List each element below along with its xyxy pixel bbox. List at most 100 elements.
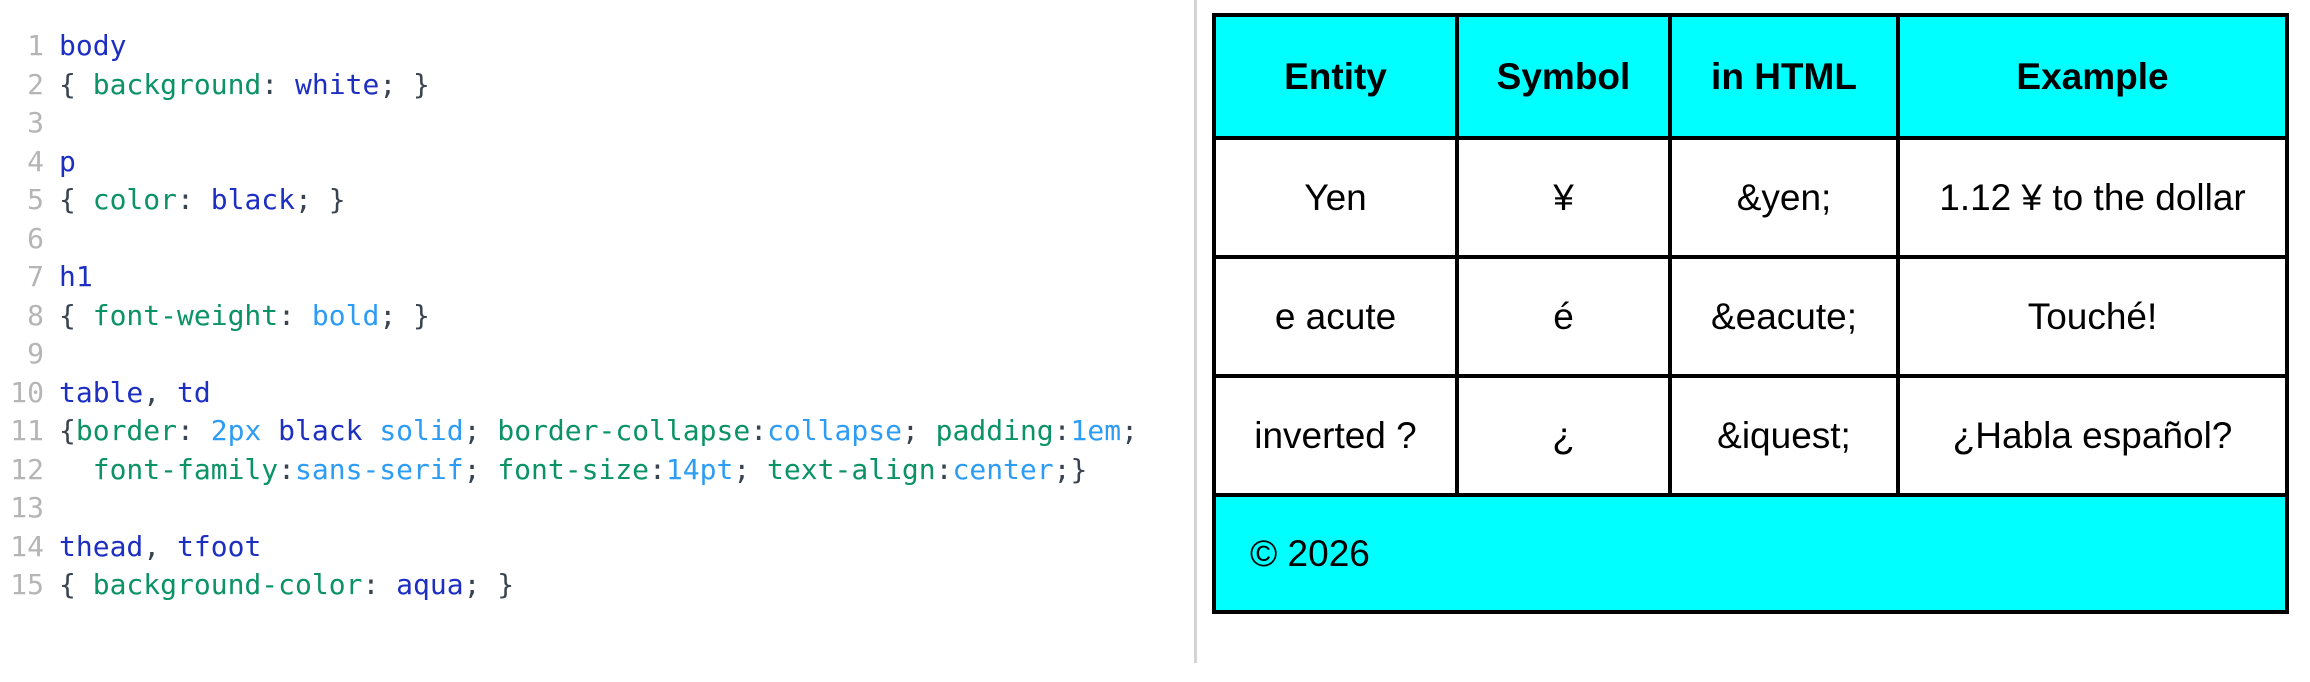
table-cell: &eacute;: [1668, 255, 1900, 378]
code-token-property: color: [92, 183, 178, 216]
line-number: 8: [27, 298, 44, 332]
code-line-text: p: [46, 143, 76, 182]
code-token-punct: ;: [1121, 414, 1138, 447]
code-token-selector: p: [59, 144, 76, 178]
code-token-punct: :: [935, 452, 953, 486]
code-token-punct: ;: [463, 414, 498, 447]
code-token-value: solid: [379, 414, 464, 447]
code-token-selector: thead: [59, 529, 144, 563]
code-line-text: [46, 104, 59, 143]
table-cell: &yen;: [1668, 136, 1900, 259]
code-line-text: [46, 335, 59, 374]
code-token-punct: [59, 453, 93, 486]
code-token-punct: :: [362, 568, 397, 601]
code-token-punct: :: [278, 298, 312, 332]
line-number: 2: [27, 67, 44, 101]
line-number: 12: [10, 452, 44, 486]
code-token-selector: h1: [59, 260, 93, 293]
line-number: 13: [10, 491, 44, 524]
code-line[interactable]: 7 h1: [0, 258, 1194, 297]
table-body: Yen ¥ &yen; 1.12 ¥ to the dollar e acute…: [1212, 136, 2289, 497]
code-token-value: 14pt: [665, 452, 734, 486]
code-line-text: { background-color: aqua; }: [46, 566, 514, 605]
code-token-property: background-color: [92, 568, 363, 601]
line-number: 11: [10, 414, 44, 447]
code-line[interactable]: 15{ background-color: aqua; }: [0, 566, 1194, 605]
table-row: inverted ? ¿ &iquest; ¿Habla español?: [1212, 374, 2289, 497]
code-line-text: [46, 489, 59, 528]
code-token-value: center: [952, 452, 1054, 486]
code-line-text: table, td: [46, 374, 211, 413]
table-cell: ¥: [1455, 136, 1672, 259]
code-token-punct: ;: [463, 452, 498, 486]
table-row: Yen ¥ &yen; 1.12 ¥ to the dollar: [1212, 136, 2289, 259]
code-token-punct: ;: [901, 414, 936, 447]
table-cell: ¿Habla español?: [1896, 374, 2289, 497]
table-cell: Touché!: [1896, 255, 2289, 378]
code-token-punct: :: [261, 67, 296, 101]
code-line[interactable]: 12 font-family:sans-serif; font-size:14p…: [0, 451, 1194, 490]
code-token-punct: {: [59, 67, 93, 101]
line-number: 5: [27, 183, 44, 216]
code-token-property: border: [75, 414, 178, 447]
code-line[interactable]: 8{ font-weight: bold; }: [0, 297, 1194, 336]
code-token-property: background: [92, 67, 262, 101]
code-line[interactable]: 6: [0, 220, 1194, 259]
line-number: 15: [10, 568, 44, 601]
code-token-punct: :: [177, 183, 211, 216]
code-line-text: { background: white; }: [46, 66, 430, 105]
table-cell: inverted ?: [1212, 374, 1459, 497]
code-line-text: {border: 2px black solid; border-collaps…: [46, 412, 1138, 451]
code-token-punct: :: [278, 452, 296, 486]
table-footer-cell: © 2026: [1212, 493, 2289, 614]
code-line[interactable]: 2{ background: white; }: [0, 66, 1194, 105]
code-token-punct: ; }: [463, 568, 515, 601]
code-token-value: 1em: [1070, 414, 1122, 447]
code-token-selector: tfoot: [177, 529, 262, 563]
code-line-text: h1: [46, 258, 93, 297]
code-line[interactable]: 9: [0, 335, 1194, 374]
code-token-punct: {: [59, 568, 93, 601]
code-token-selector: black: [278, 414, 363, 447]
code-line-text: thead, tfoot: [46, 528, 261, 567]
table-cell: é: [1455, 255, 1672, 378]
line-number: 7: [27, 260, 44, 293]
code-token-punct: ; }: [379, 67, 430, 101]
code-line-text: { color: black; }: [46, 181, 346, 220]
code-token-punct: ;: [733, 452, 768, 486]
code-token-punct: {: [59, 414, 76, 447]
code-token-punct: {: [59, 298, 93, 332]
code-line-text: [46, 220, 59, 259]
table-row: e acute é &eacute; Touché!: [1212, 255, 2289, 378]
line-number: 1: [27, 29, 44, 62]
code-token-selector: table: [59, 375, 144, 409]
pane-divider[interactable]: [1194, 0, 1197, 663]
code-line[interactable]: 13: [0, 489, 1194, 528]
code-line[interactable]: 3: [0, 104, 1194, 143]
code-token-punct: :: [1053, 414, 1071, 447]
code-token-property: padding: [935, 414, 1054, 447]
code-line[interactable]: 5{ color: black; }: [0, 181, 1194, 220]
code-token-punct: ,: [143, 529, 178, 563]
code-token-property: border-collapse: [497, 414, 751, 447]
code-token-selector: white: [295, 67, 380, 101]
code-token-selector: td: [177, 375, 211, 409]
entity-table: Entity Symbol in HTML Example Yen ¥ &yen…: [1212, 13, 2289, 614]
code-token-punct: {: [59, 183, 93, 216]
code-token-property: text-align: [767, 452, 936, 486]
header-cell-symbol: Symbol: [1455, 13, 1672, 140]
code-token-punct: [362, 414, 379, 447]
code-token-punct: ;}: [1053, 452, 1088, 486]
code-token-punct: :: [750, 414, 768, 447]
code-token-punct: :: [177, 414, 211, 447]
header-cell-entity: Entity: [1212, 13, 1459, 140]
code-line[interactable]: 11{border: 2px black solid; border-colla…: [0, 412, 1194, 451]
code-token-value: 2px: [210, 414, 262, 447]
line-number: 3: [27, 106, 44, 139]
